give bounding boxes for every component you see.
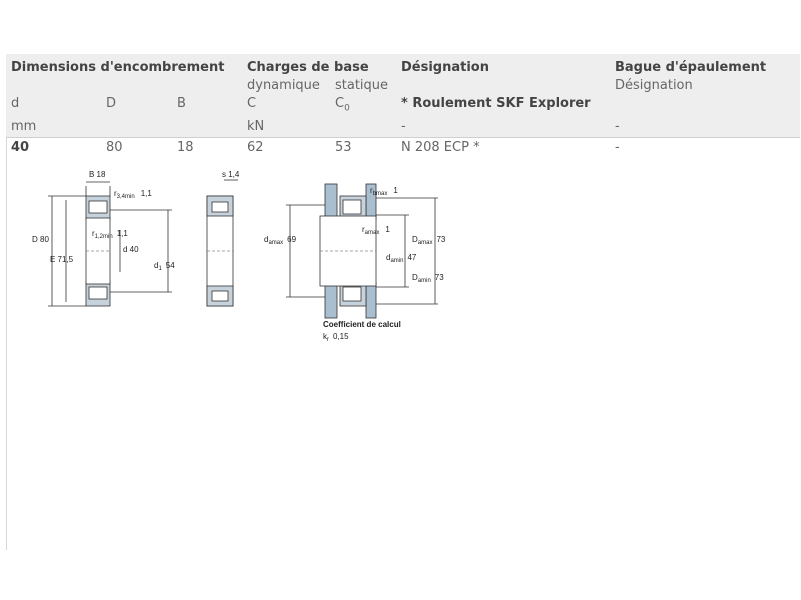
sym-d: d — [11, 96, 20, 111]
col-dynamic-label: dynamique — [247, 78, 320, 93]
bearing-side-view — [206, 179, 238, 307]
unit-mm: mm — [11, 119, 37, 134]
cell-ring: - — [615, 140, 620, 155]
col-loads-title: Charges de base — [247, 60, 369, 75]
col-ring-designation-label: Désignation — [615, 78, 693, 93]
cell-B: 18 — [177, 140, 194, 155]
sym-D: D — [106, 96, 117, 111]
bearing-section-view — [48, 181, 172, 307]
cell-D: 80 — [106, 140, 123, 155]
sym-C: C — [247, 96, 257, 111]
sym-C0: C0 — [335, 96, 350, 114]
explorer-note: * Roulement SKF Explorer — [401, 96, 591, 111]
col-static-label: statique — [335, 78, 389, 93]
cell-d: 40 — [11, 140, 30, 155]
col-dimensions-title: Dimensions d'encombrement — [11, 60, 225, 75]
coefficient-title: Coefficient de calcul — [323, 320, 401, 329]
sym-C0-sub: 0 — [344, 103, 350, 114]
col-designation-title: Désignation — [401, 60, 489, 75]
unit-kn: kN — [247, 119, 265, 134]
unit-ring: - — [615, 119, 620, 134]
header-divider — [6, 137, 800, 138]
unit-designation: - — [401, 119, 406, 134]
dim-s: s 1,4 — [222, 170, 240, 179]
cell-C0: 53 — [335, 140, 352, 155]
dim-E: E 71,5 — [50, 255, 74, 264]
table-header — [6, 54, 800, 138]
cell-C: 62 — [247, 140, 264, 155]
dim-d: d 40 — [123, 245, 139, 254]
cell-designation[interactable]: N 208 ECP * — [401, 140, 480, 155]
dim-B: B 18 — [89, 170, 106, 179]
sym-B: B — [177, 96, 186, 111]
col-ring-title: Bague d'épaulement — [615, 60, 767, 75]
mounting-view — [286, 183, 438, 319]
dim-D: D 80 — [32, 235, 49, 244]
